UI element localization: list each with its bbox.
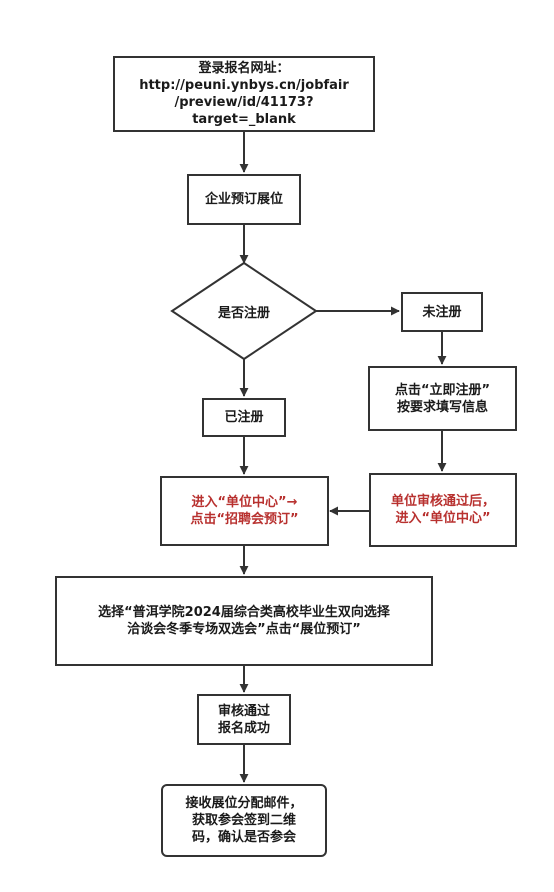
after-review-line-2: 进入“单位中心” [395, 511, 491, 526]
select-fair-box: 选择“普洱学院2024届综合类高校毕业生双向选择 洽谈会冬季专场双选会”点击“展… [55, 576, 433, 666]
enter-center-line-2: 点击“招聘会预订” [190, 512, 299, 527]
booking-box: 企业预订展位 [187, 174, 301, 225]
register-url-box: 登录报名网址： http://peuni.ynbys.cn/jobfair /p… [113, 56, 375, 132]
final-line-3: 码，确认是否参会 [191, 830, 296, 845]
not-registered-label: 未注册 [422, 304, 462, 320]
booking-label: 企业预订展位 [204, 192, 283, 207]
register-now-line-2: 按要求填写信息 [396, 399, 488, 415]
select-fair-line-1: 选择“普洱学院2024届综合类高校毕业生双向选择 [98, 605, 390, 620]
after-review-line-1: 单位审核通过后， [390, 494, 495, 509]
register-url-line-2: http://peuni.ynbys.cn/jobfair [139, 78, 349, 93]
enter-center-line-1: 进入“单位中心”→ [191, 495, 298, 510]
select-fair-line-2: 洽谈会冬季专场双选会”点击“展位预订” [127, 622, 361, 637]
register-url-line-3: /preview/id/41173? [174, 95, 314, 110]
approved-line-2: 报名成功 [217, 720, 270, 736]
registered-label: 已注册 [224, 410, 264, 425]
approved-line-1: 审核通过 [217, 703, 270, 719]
after-review-box: 单位审核通过后， 进入“单位中心” [369, 473, 517, 547]
decision-diamond [170, 261, 318, 361]
register-url-line-4: target=_blank [192, 112, 296, 127]
not-registered-box: 未注册 [401, 292, 483, 332]
register-url-line-1: 登录报名网址： [198, 61, 290, 76]
decision-label: 是否注册 [217, 306, 270, 321]
registered-box: 已注册 [202, 398, 286, 437]
final-line-1: 接收展位分配邮件， [185, 796, 303, 811]
final-line-2: 获取参会签到二维 [191, 813, 296, 828]
register-now-line-1: 点击“立即注册” [394, 382, 491, 398]
register-now-box: 点击“立即注册” 按要求填写信息 [368, 366, 517, 431]
final-box: 接收展位分配邮件， 获取参会签到二维 码，确认是否参会 [161, 784, 327, 857]
enter-center-box: 进入“单位中心”→ 点击“招聘会预订” [160, 476, 329, 546]
approved-box: 审核通过 报名成功 [197, 694, 291, 745]
